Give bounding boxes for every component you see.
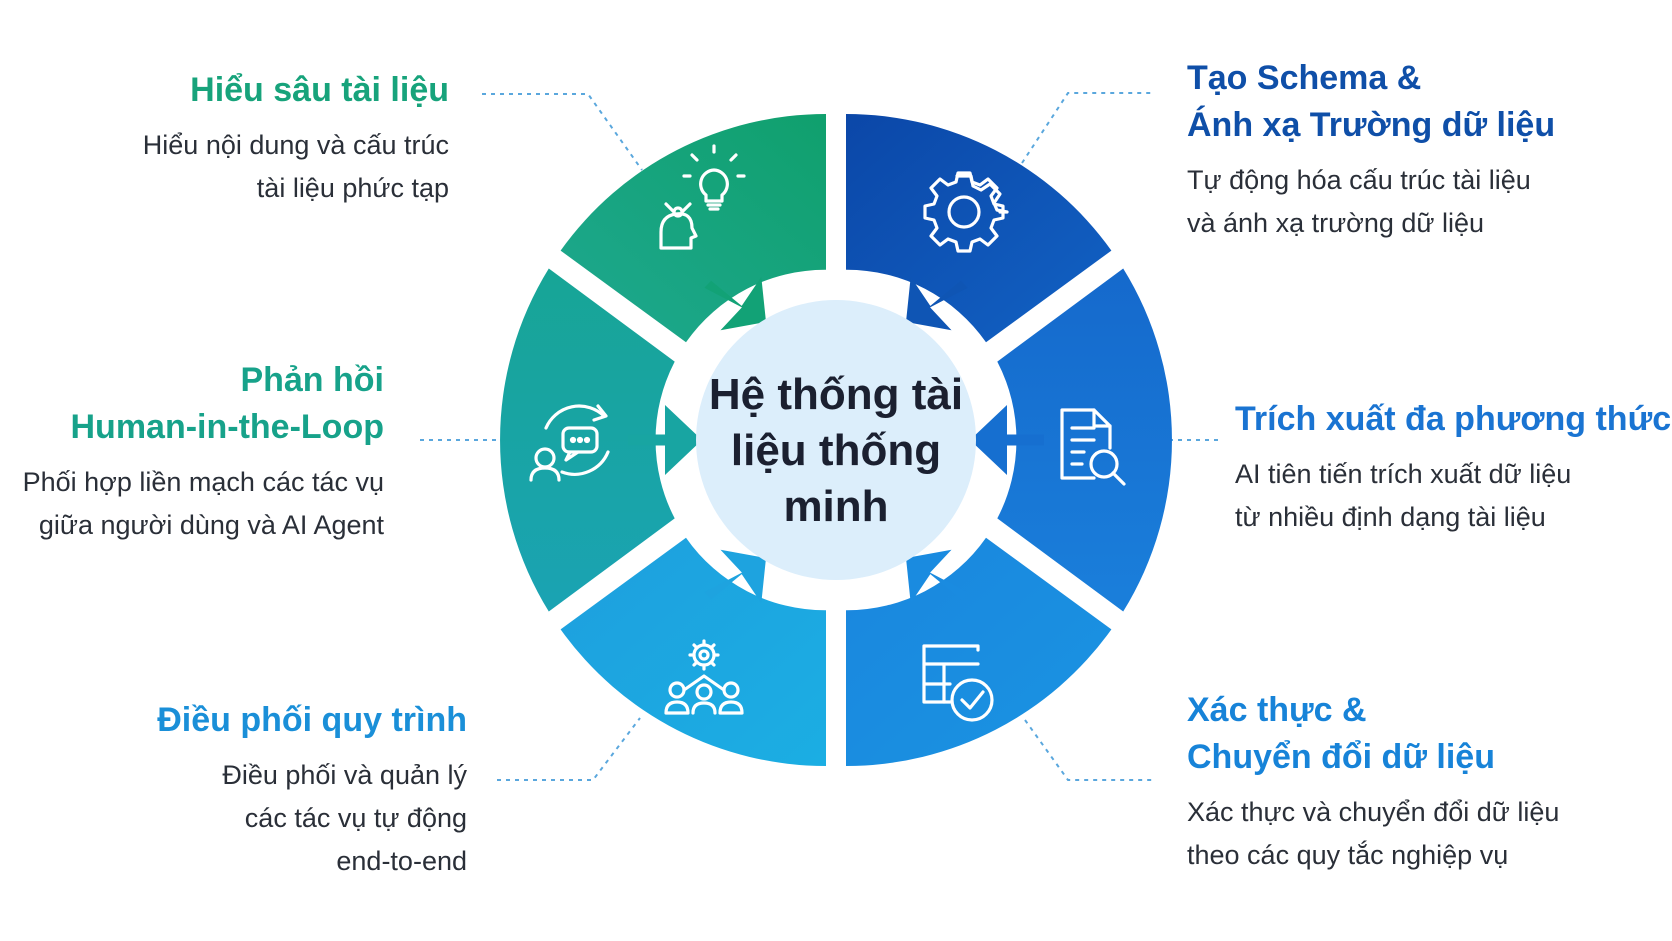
arrow-extract — [970, 405, 1044, 475]
label-desc-line: Xác thực và chuyển đổi dữ liệu — [1187, 797, 1560, 827]
label-title-line: Phản hồi — [240, 361, 384, 399]
label-title: Trích xuất đa phương thức — [1235, 396, 1671, 443]
arrow-orchestrate — [704, 549, 766, 604]
label-desc: AI tiên tiến trích xuất dữ liệu từ nhiều… — [1235, 453, 1671, 539]
label-desc-line: theo các quy tắc nghiệp vụ — [1187, 840, 1509, 870]
label-desc-line: Hiểu nội dung và cấu trúc — [142, 130, 449, 160]
label-title: Điều phối quy trình — [157, 697, 467, 744]
label-desc-line: và ánh xạ trường dữ liệu — [1187, 208, 1485, 238]
label-orchestrate: Điều phối quy trình Điều phối và quản lý… — [157, 697, 467, 883]
idea-head-icon — [659, 144, 746, 250]
label-title-line: Xác thực & — [1187, 691, 1367, 729]
segment-schema — [846, 113, 1112, 343]
label-desc: Hiểu nội dung và cấu trúc tài liệu phức … — [143, 124, 449, 210]
label-title-line: Trích xuất đa phương thức — [1235, 400, 1672, 438]
label-desc: Điều phối và quản lý các tác vụ tự động … — [157, 754, 467, 883]
arrow-feedback — [628, 405, 702, 475]
label-title-line: Human-in-the-Loop — [70, 408, 385, 446]
connector-understand — [482, 93, 643, 171]
center-title: Hệ thống tài liệu thống minh — [693, 367, 979, 535]
table-check-icon — [922, 644, 994, 722]
gear-icon-outline — [923, 171, 1005, 253]
center-circle — [696, 300, 976, 580]
connector-schema — [1021, 92, 1152, 164]
label-desc-line: Tự động hóa cấu trúc tài liệu — [1187, 165, 1531, 195]
arrow-schema — [906, 276, 968, 331]
label-desc-line: tài liệu phức tạp — [256, 173, 449, 203]
connector-orchestrate — [497, 717, 641, 781]
label-desc-line: giữa người dùng và AI Agent — [38, 510, 384, 540]
label-understand: Hiểu sâu tài liệu Hiểu nội dung và cấu t… — [143, 67, 449, 210]
center-title-line: Hệ thống — [708, 370, 900, 419]
segment-validate — [846, 537, 1112, 766]
label-desc-line: AI tiên tiến trích xuất dữ liệu — [1235, 459, 1572, 489]
label-desc: Phối hợp liền mạch các tác vụ giữa người… — [23, 461, 384, 547]
label-title-line: Điều phối quy trình — [157, 701, 467, 739]
label-title-line: Ánh xạ Trường dữ liệu — [1187, 106, 1556, 144]
label-desc-line: từ nhiều định dạng tài liệu — [1235, 502, 1546, 532]
center-title-line: tài liệu — [730, 370, 964, 475]
label-extract: Trích xuất đa phương thức AI tiên tiến t… — [1235, 396, 1671, 539]
connector-validate — [1024, 719, 1152, 781]
label-title: Phản hồi Human-in-the-Loop — [23, 357, 385, 451]
label-title: Xác thực & Chuyển đổi dữ liệu — [1187, 687, 1559, 781]
center-title-line: thống minh — [783, 426, 942, 531]
label-title-line: Chuyển đổi dữ liệu — [1187, 738, 1495, 776]
arrows — [628, 276, 1044, 604]
document-search-icon — [1060, 408, 1126, 486]
label-validate: Xác thực & Chuyển đổi dữ liệu Xác thực v… — [1187, 687, 1559, 877]
label-desc: Tự động hóa cấu trúc tài liệu và ánh xạ … — [1187, 159, 1555, 245]
label-desc: Xác thực và chuyển đổi dữ liệu theo các … — [1187, 791, 1559, 877]
label-schema: Tạo Schema & Ánh xạ Trường dữ liệu Tự độ… — [1187, 55, 1555, 245]
label-title: Hiểu sâu tài liệu — [143, 67, 449, 114]
team-gear-icon — [664, 639, 744, 715]
arrow-understand — [704, 276, 766, 331]
label-desc-line: các tác vụ tự động — [244, 803, 467, 833]
label-feedback: Phản hồi Human-in-the-Loop Phối hợp liền… — [23, 357, 384, 547]
label-title-line: Hiểu sâu tài liệu — [190, 71, 449, 109]
label-title-line: Tạo Schema & — [1187, 59, 1422, 97]
label-desc-line: Phối hợp liền mạch các tác vụ — [22, 467, 384, 497]
chat-loop-icon — [529, 404, 610, 482]
label-title: Tạo Schema & Ánh xạ Trường dữ liệu — [1187, 55, 1555, 149]
label-desc-line: Điều phối và quản lý — [222, 760, 467, 790]
label-desc-line: end-to-end — [336, 846, 467, 876]
arrow-validate — [906, 549, 968, 604]
